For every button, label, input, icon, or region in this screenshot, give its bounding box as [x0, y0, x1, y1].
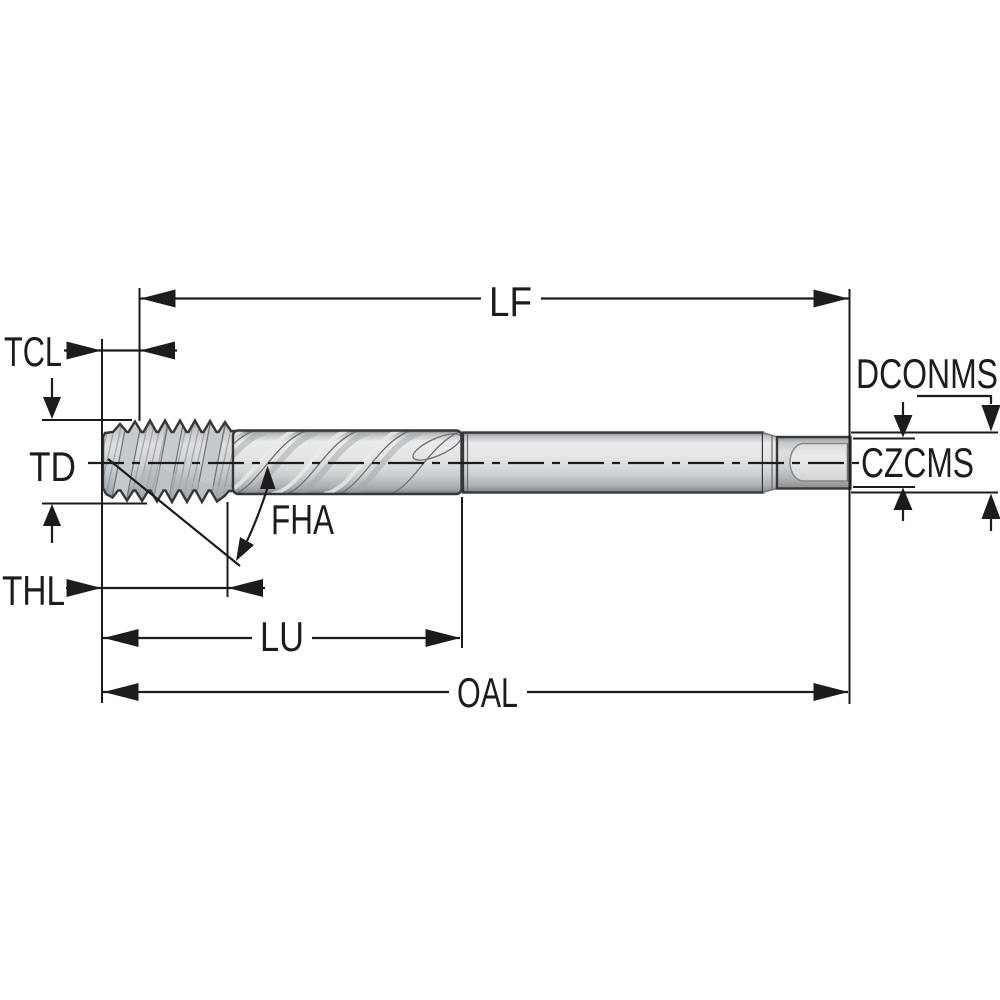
- dim-label-dconms: DCONMS: [856, 350, 998, 397]
- dconms-arrow-down: [981, 405, 1000, 432]
- lf-dimension: LF: [140, 278, 849, 325]
- dconms-arrow-up: [981, 493, 1000, 519]
- dim-label-lu: LU: [260, 613, 304, 660]
- czcms-arrow-down: [893, 415, 913, 438]
- fha-arrow-down: [236, 537, 254, 561]
- dim-label-lf: LF: [489, 278, 532, 325]
- lu-arrow-left: [103, 629, 139, 647]
- td-arrow-down: [43, 397, 61, 419]
- extension-lines: [42, 288, 998, 704]
- lu-arrow-right: [425, 629, 461, 647]
- fha-dimension: FHA: [107, 458, 334, 567]
- tcl-arrow-right: [66, 341, 102, 360]
- dconms-leader: [917, 394, 993, 404]
- thl-arrow-right: [66, 579, 102, 597]
- czcms-arrow-up: [893, 487, 913, 510]
- oal-arrow-right: [813, 683, 849, 701]
- thl-dimension: THL: [2, 567, 265, 614]
- oal-arrow-left: [103, 683, 139, 701]
- oal-dimension: OAL: [103, 669, 849, 716]
- lu-dimension: LU: [103, 613, 461, 660]
- dim-label-fha: FHA: [271, 496, 334, 543]
- tap-drawing: [88, 419, 859, 504]
- dim-label-td: TD: [29, 443, 76, 490]
- tcl-dimension: TCL: [4, 328, 177, 375]
- dim-label-thl: THL: [2, 567, 65, 614]
- dim-label-czcms: CZCMS: [861, 439, 974, 486]
- dconms-dimension: DCONMS: [856, 350, 1000, 531]
- lf-arrow-left: [140, 289, 176, 308]
- dim-label-oal: OAL: [457, 669, 518, 716]
- tcl-arrow-left: [140, 341, 175, 360]
- lf-arrow-right: [813, 289, 849, 308]
- fha-arrow-up: [260, 465, 276, 489]
- fha-arc: [246, 487, 269, 542]
- fha-helix-line: [107, 458, 241, 567]
- td-arrow-up: [43, 504, 61, 526]
- thl-arrow-left: [228, 579, 263, 597]
- czcms-dimension: CZCMS: [861, 402, 974, 521]
- dim-label-tcl: TCL: [4, 328, 62, 375]
- td-dimension: TD: [29, 378, 76, 543]
